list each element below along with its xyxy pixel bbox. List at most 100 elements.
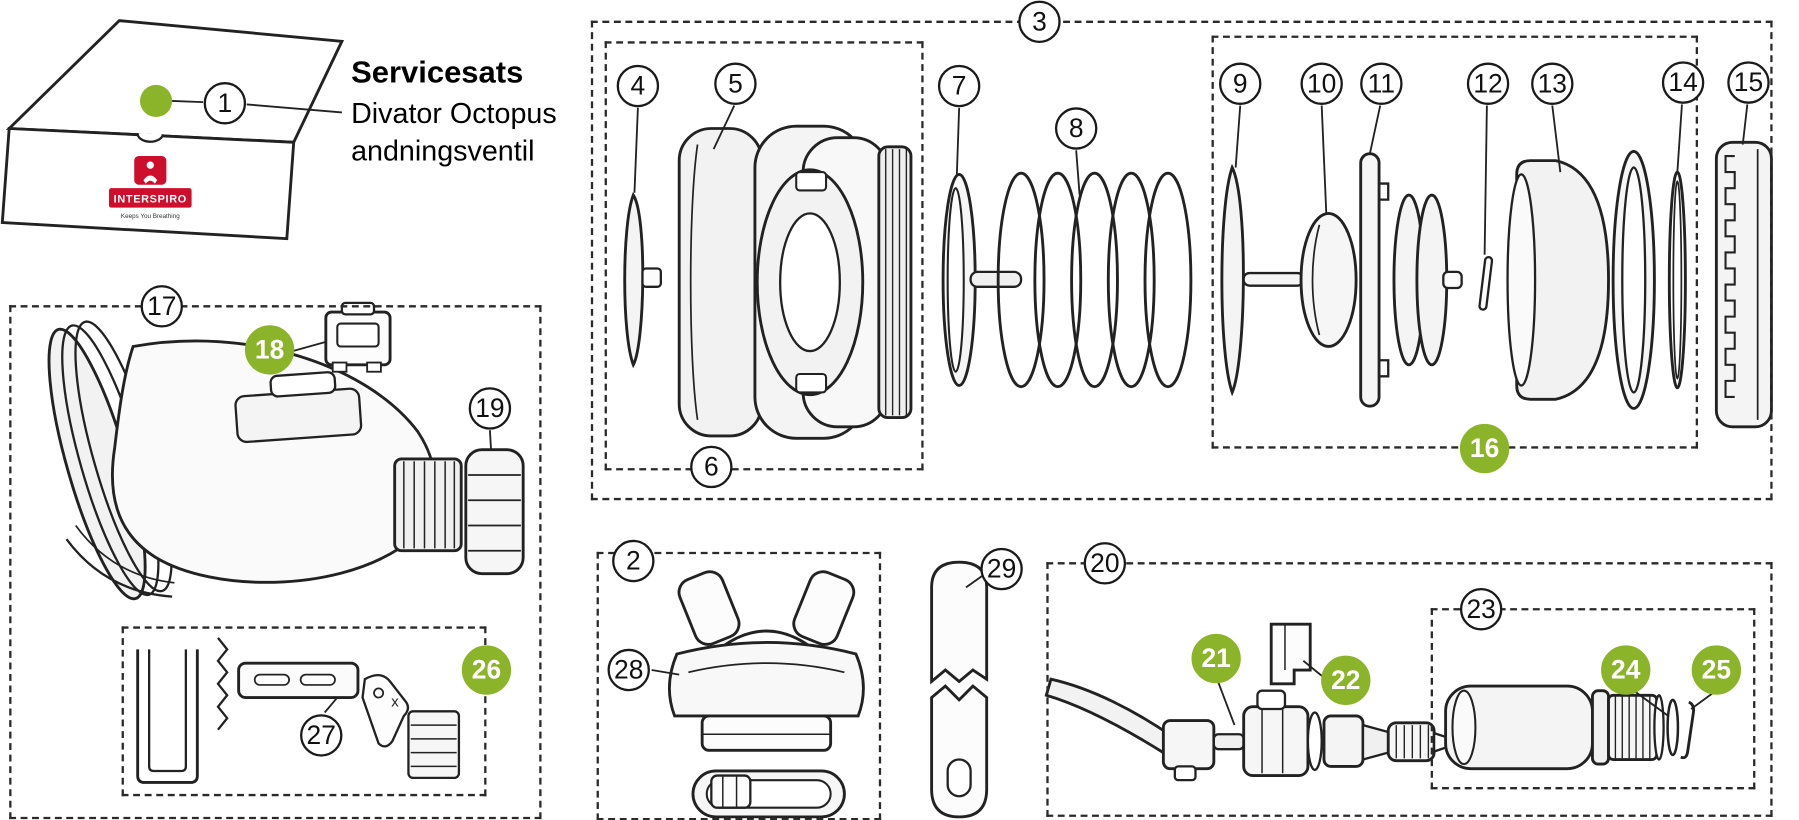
callout-15: 15 [1727, 61, 1770, 104]
group-box-26 [121, 626, 487, 797]
service-kit-box-drawing: INTERSPIRO Keeps You Breathing [0, 19, 345, 241]
mouthpiece-neck [700, 714, 833, 752]
leader-lines [172, 100, 1749, 726]
part-27-bracket-plate [237, 661, 360, 699]
strap-slot [946, 758, 972, 798]
box-top-face [5, 19, 345, 144]
group-box-23 [1430, 608, 1756, 790]
callout-13: 13 [1531, 62, 1574, 105]
callout-22: 22 [1321, 655, 1371, 706]
callout-1: 1 [203, 82, 247, 125]
callout-14: 14 [1661, 61, 1705, 104]
part-7-disc-inner [946, 187, 965, 373]
stem-washer [1306, 711, 1323, 771]
interspiro-tagline-text: Keeps You Breathing [121, 213, 180, 220]
housing-clamp-line [65, 538, 173, 598]
callout-5: 5 [714, 62, 757, 105]
group-box-6 [604, 41, 924, 471]
strap-upper [930, 560, 989, 685]
box-notch [136, 132, 165, 143]
interspiro-figure-icon [134, 156, 167, 185]
callout-18: 18 [244, 325, 295, 375]
kit-title-line3: andningsventil [351, 134, 535, 168]
x-mark-annotation: x [391, 695, 399, 711]
callout-9: 9 [1219, 62, 1262, 105]
valve-assembly-drawing [1044, 622, 1450, 782]
bite-lug-left [677, 570, 741, 646]
callout-2: 2 [612, 539, 655, 583]
housing-clamp-line-inner [75, 524, 175, 584]
callout-26: 26 [461, 645, 512, 695]
green-dot-marker [139, 84, 173, 118]
callout-28: 28 [607, 648, 650, 692]
group-box-20 [1046, 562, 1773, 817]
group-box-17 [9, 305, 542, 820]
clamp-band [691, 769, 846, 819]
part-10-contour [1311, 224, 1321, 336]
part-21-valve-body [1242, 689, 1310, 778]
mouthpiece-drawing [667, 570, 865, 819]
housing-threaded-neck [393, 457, 463, 553]
part-24-washer [1666, 698, 1680, 757]
kit-title-heading: Servicesats [351, 55, 524, 90]
part-4-diaphragm [623, 191, 645, 369]
u-clip-inner [148, 649, 188, 773]
group-box-2 [596, 551, 882, 820]
part-8-spring [969, 171, 1193, 389]
interspiro-banner [108, 188, 192, 208]
callout-7: 7 [937, 64, 981, 108]
mouthpiece-flange [667, 641, 865, 718]
u-clip-outer [136, 649, 199, 784]
housing-drawing [47, 301, 525, 601]
callout-19: 19 [468, 387, 512, 430]
part-25-pin [1680, 700, 1696, 760]
part-9-plate [1220, 163, 1245, 397]
valve-body [753, 124, 913, 440]
housing-boss-step [269, 371, 337, 398]
callout-12: 12 [1466, 62, 1510, 105]
callout-23: 23 [1459, 587, 1503, 631]
part-5-contour [689, 144, 699, 421]
part-13-cup [1506, 150, 1656, 410]
figure-icon-head [146, 161, 154, 169]
cylinder-drawing [1444, 684, 1696, 771]
callout-21: 21 [1191, 633, 1241, 684]
part-11-plate-discs [1359, 152, 1463, 408]
callout-27: 27 [300, 714, 343, 757]
callout-3: 3 [1018, 0, 1061, 44]
lever-part: x [361, 674, 410, 748]
callout-8: 8 [1054, 107, 1098, 150]
small-spring [216, 637, 229, 731]
bite-lug-right [792, 570, 856, 646]
part-12-pin [1478, 256, 1494, 311]
callout-25: 25 [1691, 645, 1742, 695]
callout-10: 10 [1300, 62, 1343, 105]
callout-20: 20 [1083, 542, 1127, 585]
part-22-clip [1269, 622, 1312, 686]
service-small-parts-drawing: x [136, 637, 461, 784]
callout-16: 16 [1459, 423, 1510, 474]
kit-title: Servicesats Divator Octopus andningsvent… [351, 53, 557, 170]
part-19-nut [464, 448, 525, 576]
part-18-bracket [324, 301, 392, 373]
group-box-16 [1211, 35, 1699, 449]
callout-29: 29 [980, 547, 1023, 591]
cylinder-end-contour [1451, 689, 1477, 766]
bite-bridge [724, 629, 809, 646]
callout-24: 24 [1601, 645, 1651, 695]
ribbed-block [407, 710, 461, 780]
strap-drawing [930, 560, 989, 819]
strap-lower [930, 684, 989, 819]
callout-6: 6 [690, 445, 733, 489]
exploded-valve-parts-drawing [623, 124, 1773, 440]
interspiro-brand-text: INTERSPIRO [114, 193, 187, 205]
figure-icon-body [143, 175, 158, 184]
callout-11: 11 [1360, 62, 1403, 105]
hinge-foot [1173, 765, 1197, 782]
group-box-3 [590, 20, 1773, 501]
kit-title-line2: Divator Octopus [351, 97, 557, 130]
flange-contour [688, 662, 845, 674]
